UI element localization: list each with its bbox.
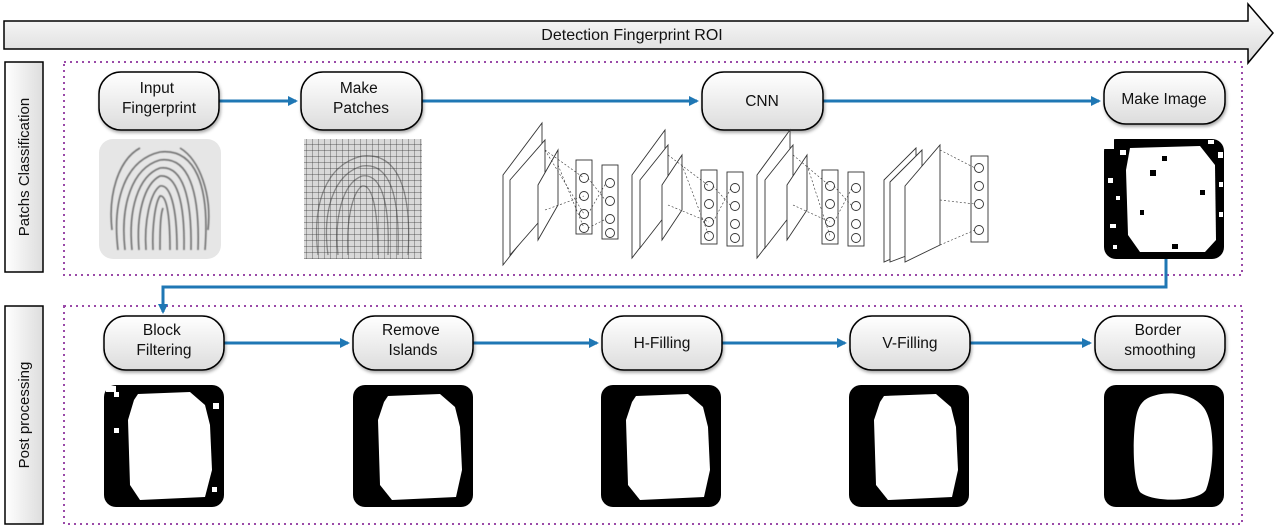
stage-image-label: Make Image [1121,91,1206,108]
stage-block-label: Block Filtering [136,322,191,359]
stage-vfill-label: V-Filling [882,335,937,352]
banner-arrow: Detection Fingerprint ROI [3,1,1274,66]
stage-patches-label: Make Patches [333,80,389,117]
stage-cnn [701,71,824,131]
stage-islands-label: Remove Islands [382,322,444,359]
banner-title: Detection Fingerprint ROI [541,27,722,44]
fingerprint-image [99,139,221,259]
connector-arrow [158,258,1168,314]
stage-hfill-label: H-Filling [634,335,691,352]
post-section-label: Post processing [16,362,33,469]
stage-v-filling [849,315,971,371]
stage-remove-islands [352,315,474,371]
stage-block-filtering [103,315,225,371]
stage-make-patches [300,71,423,131]
post-section-border [63,305,1243,525]
stage-border-smoothing [1094,315,1226,371]
patches-section-label: Patchs Classification [16,98,33,236]
section-label-post: Post processing [4,305,44,525]
patches-section-border [63,61,1243,276]
stage-input-fingerprint [98,71,220,131]
stage-make-image [1103,71,1226,125]
stage-border-label: Border smoothing [1124,322,1196,359]
mask-remove-islands [353,385,473,507]
section-label-patches: Patchs Classification [4,61,44,273]
mask-make-image [1104,139,1224,259]
mask-h-filling [601,385,721,507]
stage-cnn-label: CNN [745,93,779,110]
mask-block-filtering [104,385,224,507]
mask-v-filling [849,385,969,507]
stage-input-label: Input Fingerprint [122,80,197,117]
patch-grid-image [304,139,422,259]
cnn-architecture [502,121,989,267]
stage-h-filling [601,315,723,371]
mask-border-smoothing [1104,385,1224,507]
